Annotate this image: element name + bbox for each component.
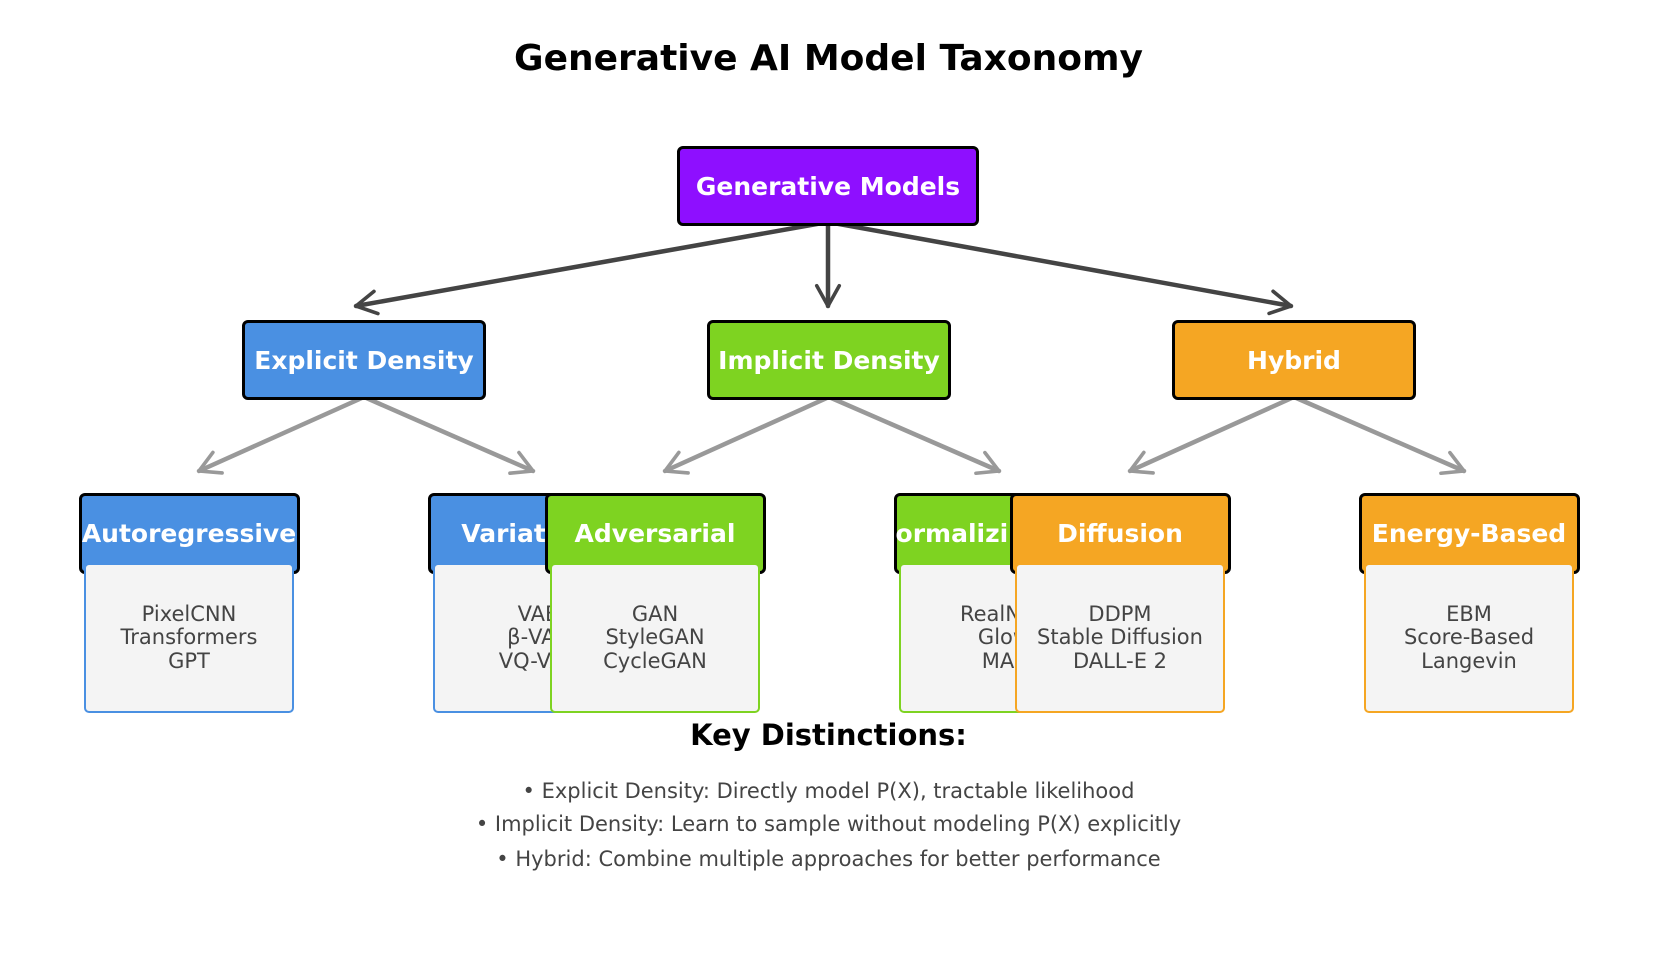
- example-item: PixelCNN: [141, 601, 237, 626]
- example-item: EBM: [1446, 601, 1492, 626]
- category-node-hybrid-label: Hybrid: [1247, 345, 1341, 375]
- leaf-node-energy-based: Energy-Based: [1358, 493, 1580, 574]
- category-node-hybrid: Hybrid: [1172, 320, 1416, 400]
- category-node-implicit-label: Implicit Density: [718, 345, 940, 375]
- example-item: Score-Based: [1403, 625, 1535, 650]
- example-item: DALL-E 2: [1072, 648, 1168, 673]
- example-item: Stable Diffusion: [1037, 625, 1203, 650]
- arrow-root-to-explicit: [353, 219, 831, 316]
- arrow-explicit-to-leaf-1: [361, 394, 536, 475]
- arrow-hybrid-to-leaf-1: [1291, 394, 1467, 476]
- leaf-node-diffusion-label: Diffusion: [1057, 519, 1183, 548]
- leaf-node-energy-based-label: Energy-Based: [1371, 519, 1567, 548]
- key-distinction-item: • Implicit Density: Learn to sample with…: [475, 812, 1182, 836]
- example-item: StyleGAN: [605, 625, 705, 650]
- category-node-implicit: Implicit Density: [707, 320, 951, 400]
- root-node-generative-models: Generative Models: [677, 146, 979, 226]
- arrow-implicit-to-leaf-1: [826, 394, 1002, 476]
- example-item: Langevin: [1421, 648, 1517, 673]
- key-distinctions-title: Key Distinctions:: [690, 718, 967, 752]
- example-item: CycleGAN: [603, 648, 707, 673]
- leaf-node-adversarial-label: Adversarial: [574, 519, 736, 548]
- leaf-node-diffusion: Diffusion: [1009, 493, 1231, 574]
- key-distinction-item: • Explicit Density: Directly model P(X),…: [522, 779, 1135, 803]
- arrow-implicit-to-leaf-0: [662, 394, 832, 475]
- example-item: GAN: [631, 601, 679, 626]
- arrow-root-to-hybrid: [825, 219, 1294, 316]
- example-item: Transformers: [120, 625, 258, 650]
- leaf-node-autoregressive-label: Autoregressive: [81, 519, 297, 548]
- root-node-generative-models-label: Generative Models: [695, 171, 961, 201]
- example-item: GPT: [168, 648, 210, 673]
- diagram-title: Generative AI Model Taxonomy: [514, 38, 1143, 79]
- category-node-explicit-label: Explicit Density: [254, 345, 474, 375]
- arrow-explicit-to-leaf-0: [196, 394, 367, 475]
- category-node-explicit: Explicit Density: [242, 320, 486, 400]
- leaf-node-adversarial: Adversarial: [544, 493, 766, 574]
- example-item: DDPM: [1088, 601, 1152, 626]
- example-item: VAE: [517, 601, 559, 626]
- key-distinction-item: • Hybrid: Combine multiple approaches fo…: [496, 847, 1161, 871]
- leaf-node-autoregressive: Autoregressive: [78, 493, 300, 574]
- arrow-hybrid-to-leaf-0: [1127, 394, 1297, 475]
